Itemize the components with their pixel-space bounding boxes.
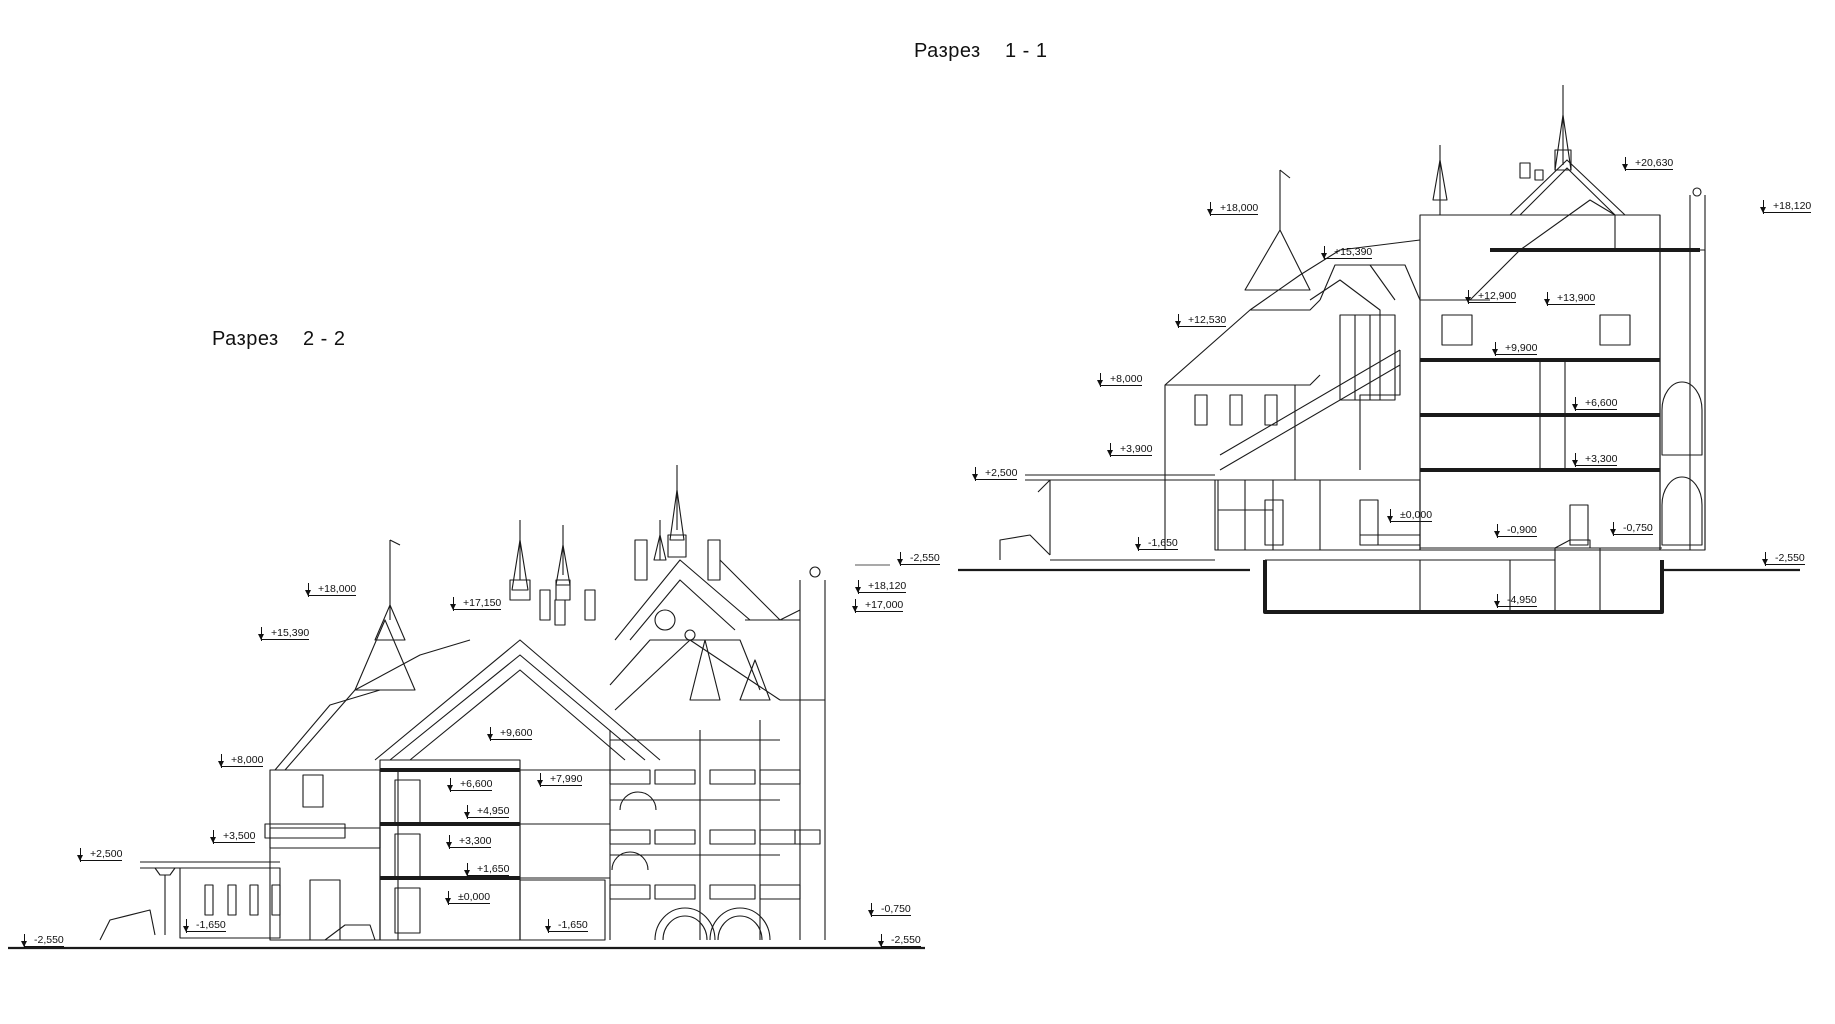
section-1-1-title: Разрез 1 - 1 <box>914 40 1048 62</box>
elevation-mark: ±0,000 <box>444 891 491 905</box>
elevation-mark: +6,600 <box>446 778 493 792</box>
section-1-1-drawing <box>958 85 1800 614</box>
elevation-mark: +20,630 <box>1621 157 1674 171</box>
elevation-mark: +18,000 <box>1206 202 1259 216</box>
elevation-mark: +9,600 <box>486 727 533 741</box>
elevation-mark: -0,750 <box>1610 522 1653 536</box>
elevation-mark: +3,900 <box>1106 443 1153 457</box>
elevation-mark: +3,500 <box>209 830 256 844</box>
section-2-2-drawing <box>8 465 925 950</box>
balcony-railings <box>264 769 821 900</box>
elevation-mark: +7,990 <box>536 773 583 787</box>
elevation-mark: +2,500 <box>76 848 123 862</box>
elevation-mark: +13,900 <box>1543 292 1596 306</box>
elevation-mark: -1,650 <box>183 919 226 933</box>
elevation-mark: -4,950 <box>1494 594 1537 608</box>
elevation-mark: +1,650 <box>463 863 510 877</box>
elevation-mark: ±0,000 <box>1386 509 1433 523</box>
elevation-mark: -1,650 <box>545 919 588 933</box>
elevation-mark: -1,650 <box>1135 537 1178 551</box>
elevation-mark: +6,600 <box>1571 397 1618 411</box>
elevation-mark: +18,120 <box>1759 200 1812 214</box>
elevation-mark: +9,900 <box>1491 342 1538 356</box>
elevation-mark: +4,950 <box>463 805 510 819</box>
elevation-mark: +17,150 <box>449 597 502 611</box>
elevation-mark: +2,500 <box>971 467 1018 481</box>
basement-outline <box>1263 560 1664 614</box>
elevation-mark: +18,000 <box>304 583 357 597</box>
elevation-mark: +12,530 <box>1174 314 1227 328</box>
elevation-mark: -0,900 <box>1494 524 1537 538</box>
elevation-mark: +15,390 <box>257 627 310 641</box>
elevation-mark: +3,300 <box>1571 453 1618 467</box>
elevation-mark: -2,550 <box>897 552 940 566</box>
section-2-2-title: Разрез 2 - 2 <box>212 328 346 350</box>
elevation-mark: +17,000 <box>851 599 904 613</box>
elevation-mark: +8,000 <box>1096 373 1143 387</box>
elevation-mark: -2,550 <box>21 934 64 948</box>
elevation-mark: +3,300 <box>445 835 492 849</box>
elevation-mark: -2,550 <box>1762 552 1805 566</box>
elevation-mark: -0,750 <box>868 903 911 917</box>
elevation-mark: +8,000 <box>217 754 264 768</box>
elevation-mark: +12,900 <box>1464 290 1517 304</box>
elevation-mark: +18,120 <box>854 580 907 594</box>
elevation-mark: -2,550 <box>878 934 921 948</box>
elevation-mark: +15,390 <box>1320 246 1373 260</box>
